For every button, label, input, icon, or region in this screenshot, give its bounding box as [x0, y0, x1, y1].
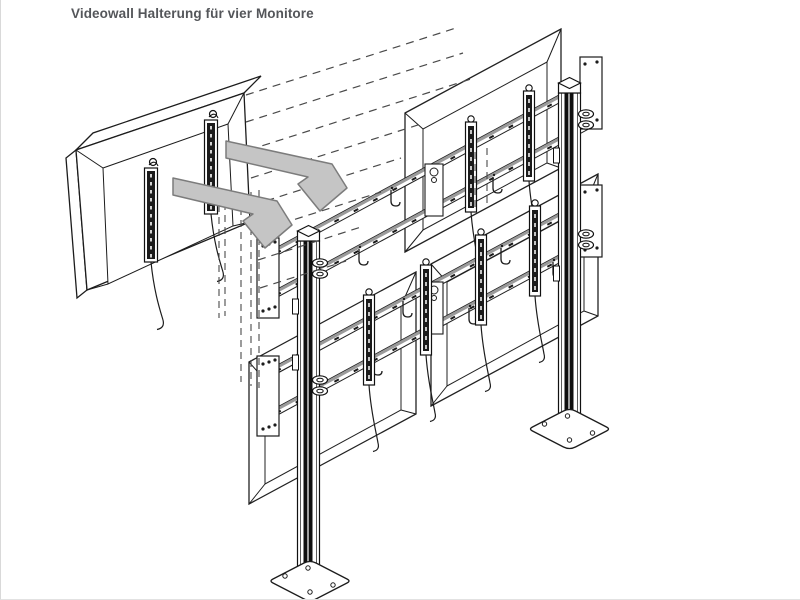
monitor-with-mounting-strips: [65, 75, 262, 331]
insertion-arrow-lower: [172, 177, 293, 249]
front-base-plate: [270, 560, 350, 599]
strap-right: [210, 213, 224, 273]
rear-base-plate: [529, 408, 610, 450]
page-title: Videowall Halterung für vier Monitore: [71, 6, 314, 21]
monitor-strip-left: [143, 157, 159, 263]
rear-column: [553, 76, 582, 426]
rail-end-plate-left-upper: [256, 237, 280, 319]
insertion-arrow-upper: [225, 140, 348, 212]
rail-pair-connector-upper: [424, 163, 444, 217]
strap-left: [150, 261, 164, 321]
rail-end-plate-left-lower: [256, 355, 280, 437]
front-column: [292, 224, 321, 578]
monitor-lower-right: [430, 172, 599, 408]
